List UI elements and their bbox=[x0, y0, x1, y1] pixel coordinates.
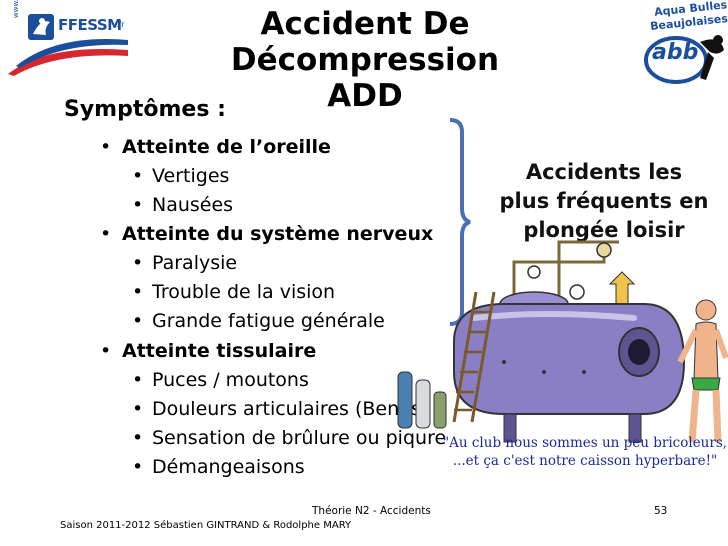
logo-url: www. bbox=[12, 0, 20, 18]
item-systeme-nerveux: Atteinte du système nerveux bbox=[100, 223, 433, 245]
subitem-paralysie: Paralysie bbox=[132, 252, 237, 274]
side-note: Accidents les plus fréquents en plongée … bbox=[490, 158, 718, 245]
side-note-line-3: plongée loisir bbox=[523, 218, 685, 242]
subitem-bends: Douleurs articulaires (Bends) bbox=[132, 398, 428, 420]
subitem-puces: Puces / moutons bbox=[132, 369, 309, 391]
side-note-line-1: Accidents les bbox=[525, 160, 683, 184]
title-line-2: ADD bbox=[327, 78, 403, 114]
item-oreille: Atteinte de l’oreille bbox=[100, 136, 331, 158]
quote-line-1: "Au club nous sommes un peu bricoleurs, bbox=[442, 435, 728, 451]
subitem-vision: Trouble de la vision bbox=[132, 281, 335, 303]
subitem-brulure: Sensation de brûlure ou piqure bbox=[132, 427, 446, 449]
subitem-vertiges: Vertiges bbox=[132, 165, 230, 187]
item-tissulaire: Atteinte tissulaire bbox=[100, 340, 316, 362]
footer-credits: Saison 2011-2012 Sébastien GINTRAND & Ro… bbox=[60, 520, 352, 531]
subitem-fatigue: Grande fatigue générale bbox=[132, 310, 385, 332]
slide-title: Accident De Décompression ADD bbox=[140, 6, 590, 114]
subitem-demangeaisons: Démangeaisons bbox=[132, 456, 305, 478]
footer-topic: Théorie N2 - Accidents bbox=[312, 505, 431, 517]
hyperbaric-chamber-icon bbox=[397, 240, 728, 443]
quote-line-2: ...et ça c'est notre caisson hyperbare!" bbox=[452, 453, 718, 469]
illustration-quote: "Au club nous sommes un peu bricoleurs, … bbox=[442, 434, 728, 470]
logo-suffix: .fr bbox=[116, 20, 125, 29]
page-number: 53 bbox=[654, 505, 668, 517]
symptoms-heading: Symptômes : bbox=[64, 97, 226, 122]
abb-logo: Aqua Bulles Beaujolaises abb bbox=[628, 0, 728, 86]
subitem-nausees: Nausées bbox=[132, 194, 233, 216]
abb-abbr: abb bbox=[652, 40, 699, 65]
ffessm-logo: www. FFESSM .fr bbox=[6, 0, 130, 76]
title-line-1: Accident De Décompression bbox=[230, 6, 500, 78]
side-note-line-2: plus fréquents en bbox=[499, 189, 709, 213]
logo-text: FFESSM bbox=[58, 16, 122, 34]
